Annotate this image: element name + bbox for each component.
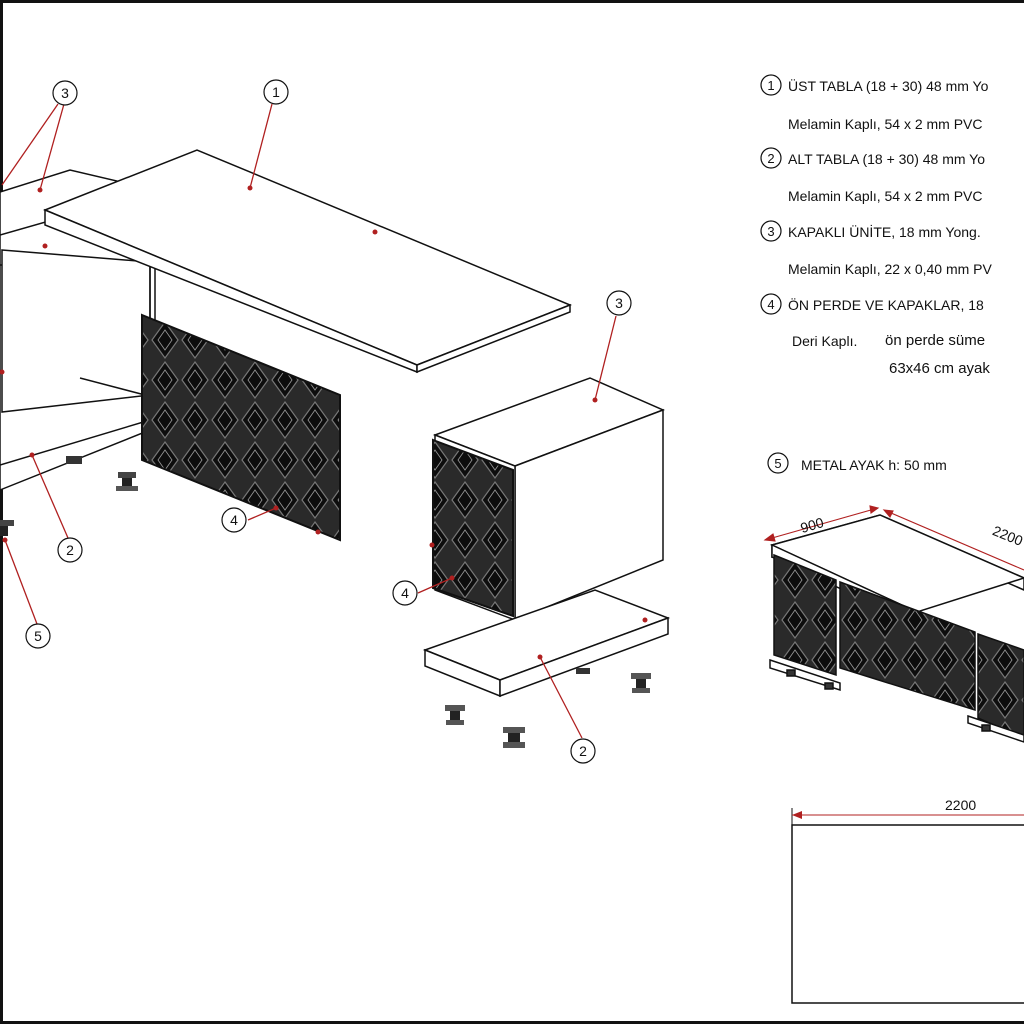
callout-2-left: 2 xyxy=(57,537,83,563)
callout-3-right: 3 xyxy=(606,290,632,316)
legend-item-4: 4 ÖN PERDE VE KAPAKLAR, 18 Deri Kaplı. ö… xyxy=(760,293,990,377)
svg-text:ALT TABLA (18 + 30) 48 mm Yo: ALT TABLA (18 + 30) 48 mm Yo xyxy=(788,151,985,167)
legend-item-2: 2 ALT TABLA (18 + 30) 48 mm Yo Melamin K… xyxy=(760,147,985,204)
svg-text:ön perde süme: ön perde süme xyxy=(885,332,985,349)
svg-text:4: 4 xyxy=(230,512,238,528)
svg-text:KAPAKLI ÜNİTE, 18 mm Yong.: KAPAKLI ÜNİTE, 18 mm Yong. xyxy=(788,223,981,240)
svg-text:2: 2 xyxy=(579,743,587,759)
svg-text:63x46 cm ayak: 63x46 cm ayak xyxy=(889,360,990,377)
front-panel xyxy=(141,313,341,542)
svg-text:4: 4 xyxy=(401,585,409,601)
metal-foot xyxy=(576,668,590,674)
right-cabinet xyxy=(432,377,665,622)
legend-item-3: 3 KAPAKLI ÜNİTE, 18 mm Yong. Melamin Kap… xyxy=(760,220,993,277)
callout-2-right: 2 xyxy=(570,738,596,764)
plan-view: 2200 xyxy=(791,797,1024,1004)
metal-foot xyxy=(631,673,651,693)
callout-5: 5 xyxy=(25,623,51,649)
leader-dots xyxy=(0,185,648,660)
svg-text:ÜST TABLA (18 + 30) 48 mm Yo: ÜST TABLA (18 + 30) 48 mm Yo xyxy=(788,77,989,94)
leader-lines xyxy=(1,103,617,739)
width-dimension: 2200 xyxy=(990,522,1024,549)
right-feet xyxy=(445,668,651,748)
svg-text:1: 1 xyxy=(767,78,774,93)
svg-text:METAL AYAK h: 50 mm: METAL AYAK h: 50 mm xyxy=(801,457,947,473)
metal-foot xyxy=(116,472,138,491)
svg-text:ÖN PERDE VE KAPAKLAR, 18: ÖN PERDE VE KAPAKLAR, 18 xyxy=(788,296,984,313)
svg-text:3: 3 xyxy=(61,85,69,101)
metal-foot xyxy=(0,520,14,536)
depth-dimension: 900 xyxy=(799,514,826,536)
svg-text:2: 2 xyxy=(767,151,774,166)
svg-text:4: 4 xyxy=(767,297,774,312)
svg-text:5: 5 xyxy=(774,456,781,471)
svg-text:Melamin Kaplı, 54 x 2 mm PVC: Melamin Kaplı, 54 x 2 mm PVC xyxy=(788,188,983,204)
legend-item-5: 5 METAL AYAK h: 50 mm xyxy=(767,452,947,474)
plan-width-dimension: 2200 xyxy=(945,797,976,813)
metal-foot xyxy=(66,456,82,464)
svg-text:3: 3 xyxy=(767,224,774,239)
callout-3-left: 3 xyxy=(52,80,78,106)
svg-text:5: 5 xyxy=(34,628,42,644)
svg-text:Melamin Kaplı, 54 x 2 mm PVC: Melamin Kaplı, 54 x 2 mm PVC xyxy=(788,116,983,132)
parts-legend: 1 ÜST TABLA (18 + 30) 48 mm Yo Melamin K… xyxy=(760,74,993,474)
assembled-desk-view xyxy=(769,514,1024,743)
metal-foot xyxy=(503,727,525,748)
callout-1: 1 xyxy=(263,79,289,105)
legend-item-1: 1 ÜST TABLA (18 + 30) 48 mm Yo Melamin K… xyxy=(760,74,989,132)
dimension-lines-iso xyxy=(763,505,1024,571)
metal-foot xyxy=(445,705,465,725)
left-feet xyxy=(0,456,138,536)
callout-4-left: 4 xyxy=(221,507,247,533)
svg-text:Deri Kaplı.: Deri Kaplı. xyxy=(792,333,857,349)
callout-4-right: 4 xyxy=(392,580,418,606)
svg-text:2: 2 xyxy=(66,542,74,558)
svg-text:Melamin Kaplı, 22 x 0,40 mm PV: Melamin Kaplı, 22 x 0,40 mm PV xyxy=(788,261,993,277)
right-base xyxy=(422,589,671,698)
svg-text:1: 1 xyxy=(272,84,280,100)
svg-text:3: 3 xyxy=(615,295,623,311)
top-table xyxy=(43,149,573,374)
